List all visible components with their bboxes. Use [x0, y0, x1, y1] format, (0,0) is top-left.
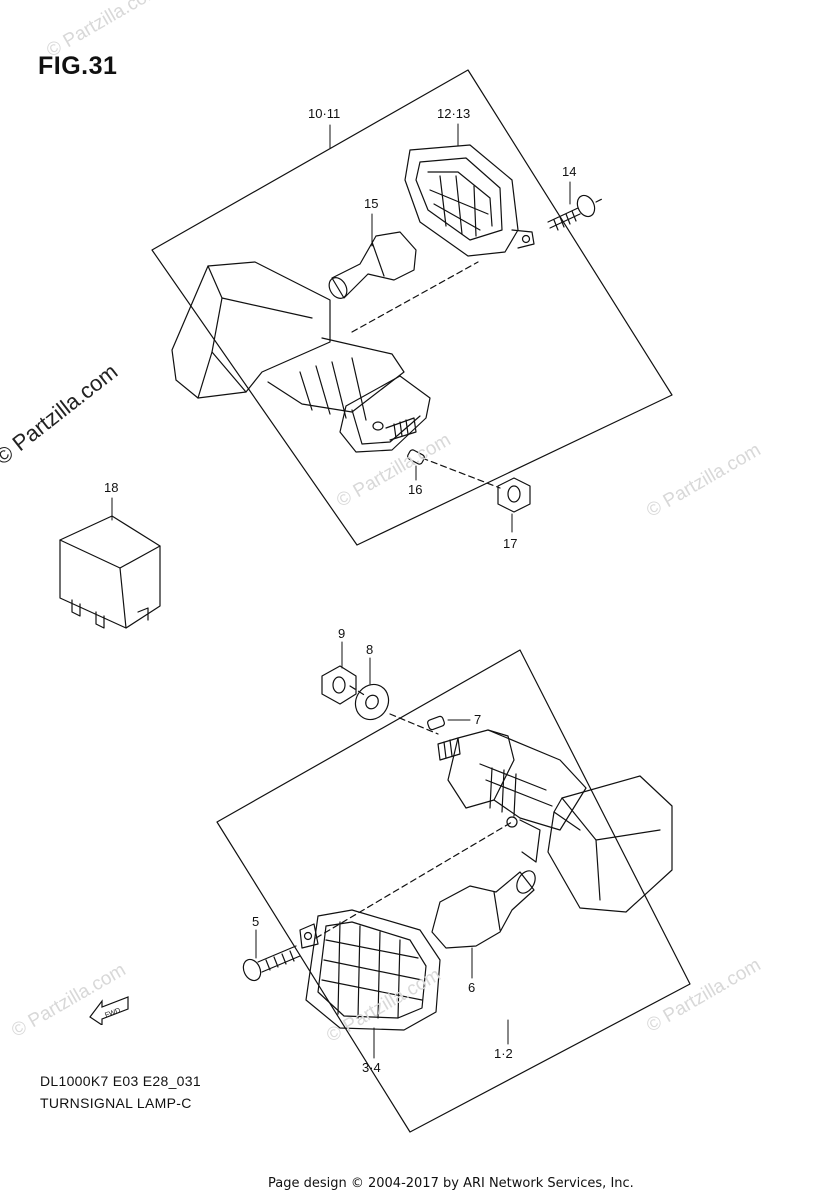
callout-labels: 10·11 12·13 14 15 16 17 18 9 8 7 5 6 3·4…	[104, 106, 576, 1075]
leader-lines	[111, 123, 571, 1059]
upper-screw	[547, 194, 596, 231]
lower-lamp-housing	[437, 729, 673, 913]
callout-5: 5	[252, 914, 259, 929]
forward-arrow: FWD	[88, 995, 132, 1030]
upper-lens	[404, 144, 535, 257]
lower-bulb	[431, 870, 536, 949]
callout-16: 16	[408, 482, 422, 497]
page-credit: Page design © 2004-2017 by ARI Network S…	[268, 1176, 634, 1191]
callout-1-2: 1·2	[494, 1046, 513, 1061]
callout-3-4: 3·4	[362, 1060, 381, 1075]
callout-10-11: 10·11	[308, 106, 340, 121]
callout-8: 8	[366, 642, 373, 657]
callout-12-13: 12·13	[437, 106, 470, 121]
upper-bulb	[328, 231, 417, 299]
upper-assembly-outline	[151, 69, 673, 546]
callout-15: 15	[364, 196, 378, 211]
callout-18: 18	[104, 480, 118, 495]
upper-grommet	[407, 449, 425, 465]
lower-assembly-outline	[216, 649, 691, 1133]
callout-17: 17	[503, 536, 517, 551]
lower-lens	[299, 909, 441, 1031]
figure-name: TURNSIGNAL LAMP-C	[40, 1095, 192, 1111]
assembly-guide-lines	[315, 197, 605, 939]
lower-grommet	[427, 715, 445, 731]
lower-washer	[354, 683, 390, 721]
forward-arrow-icon: FWD	[89, 996, 129, 1027]
relay-unit	[59, 515, 161, 629]
upper-lamp-housing	[171, 261, 431, 453]
callout-14: 14	[562, 164, 576, 179]
lower-screw	[242, 945, 301, 982]
lower-nut	[321, 665, 357, 705]
callout-7: 7	[474, 712, 481, 727]
callout-9: 9	[338, 626, 345, 641]
figure-title: FIG.31	[38, 52, 118, 80]
figure-code: DL1000K7 E03 E28_031	[40, 1073, 201, 1089]
upper-nut	[497, 477, 531, 513]
callout-6: 6	[468, 980, 475, 995]
